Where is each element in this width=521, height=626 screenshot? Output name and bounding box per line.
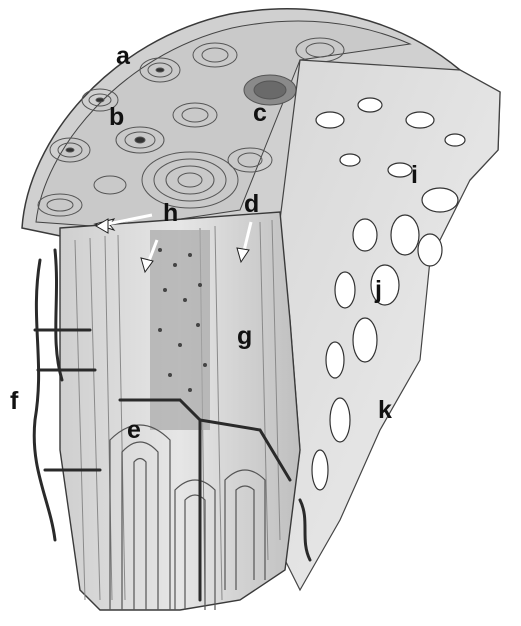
label-e: e <box>127 418 141 443</box>
label-h: h <box>163 201 178 226</box>
label-i: i <box>411 163 418 188</box>
label-f: f <box>10 389 18 414</box>
spongy-bone <box>280 60 500 590</box>
label-j: j <box>375 278 382 303</box>
label-d: d <box>244 192 259 217</box>
label-g: g <box>237 324 252 349</box>
label-b: b <box>109 105 124 130</box>
label-c: c <box>253 101 267 126</box>
label-a: a <box>116 44 130 69</box>
label-k: k <box>378 398 392 423</box>
